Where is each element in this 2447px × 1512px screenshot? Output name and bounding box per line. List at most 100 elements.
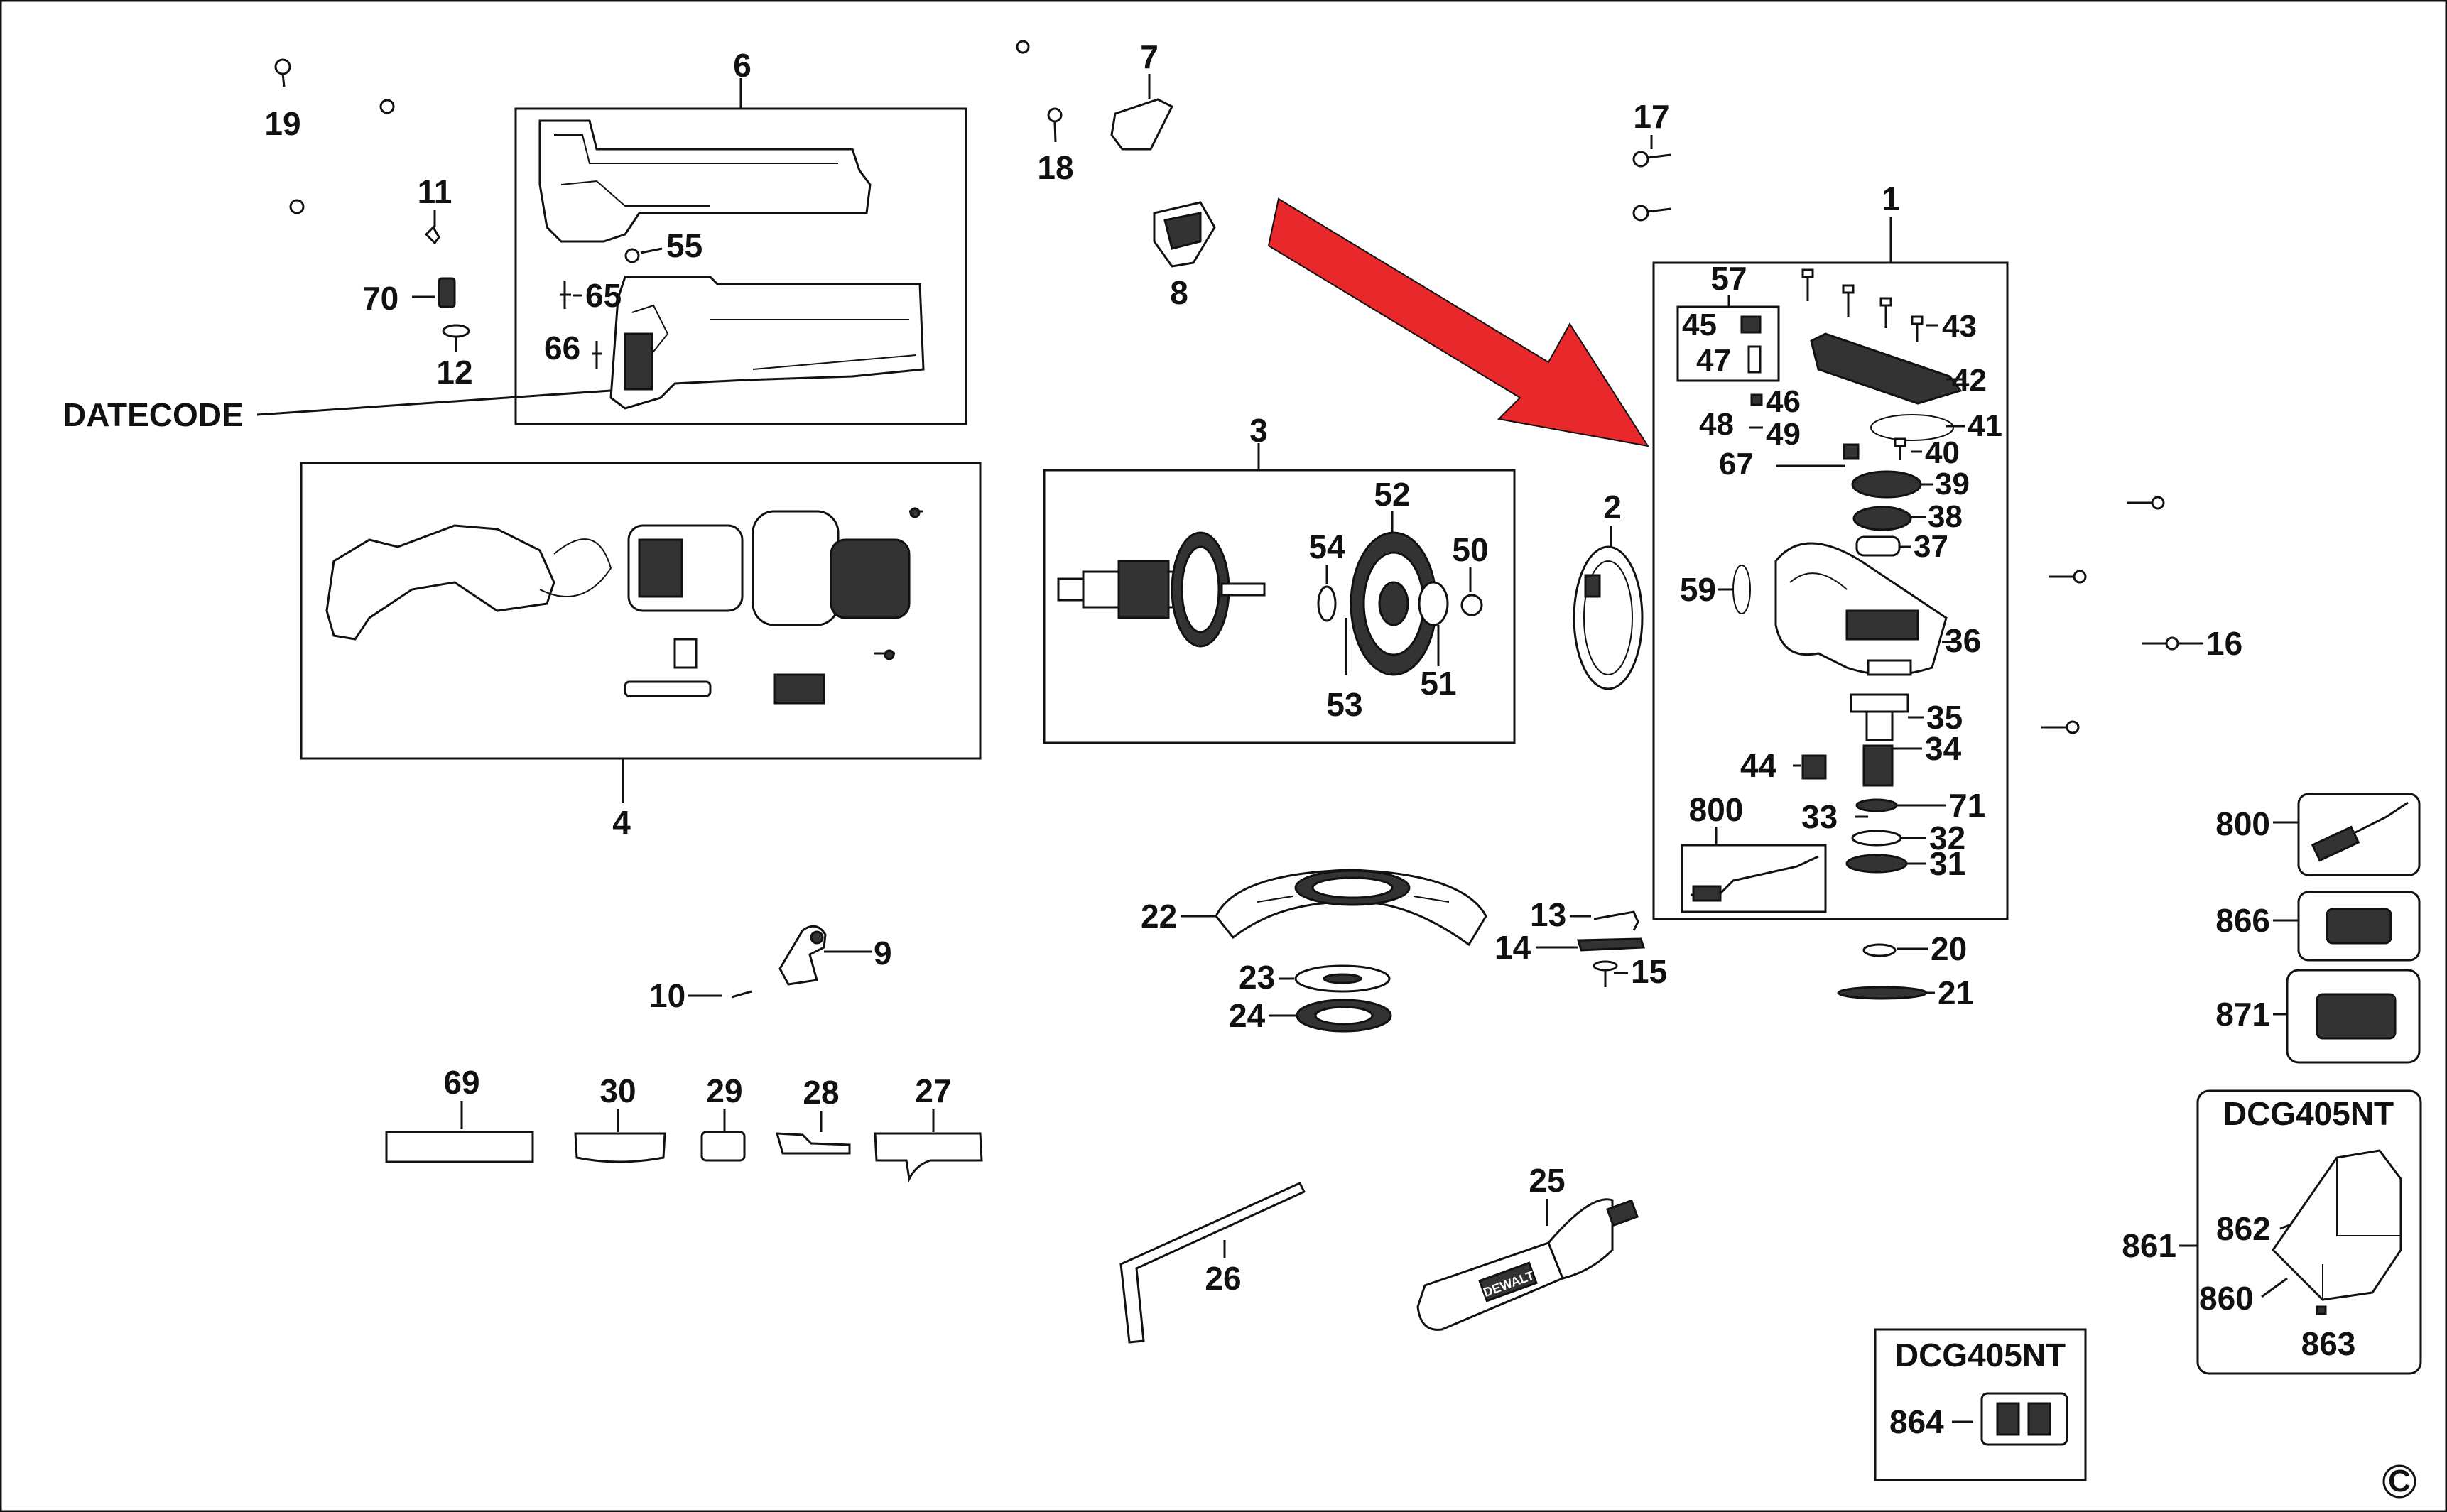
part-46 <box>1750 393 1763 406</box>
part-44-spring <box>1801 754 1827 780</box>
part-39-bearing <box>1851 470 1922 499</box>
label-37: 37 <box>1914 529 1948 564</box>
part-21-flange-nut <box>1837 986 1928 1000</box>
label-800-accessory: 800 <box>2215 805 2270 842</box>
label-42: 42 <box>1952 363 1987 398</box>
label-45: 45 <box>1682 308 1717 342</box>
part-36-gear-case <box>1774 542 1948 676</box>
copyright-mark <box>2382 1464 2416 1499</box>
label-29: 29 <box>706 1072 742 1109</box>
label-7: 7 <box>1140 38 1159 75</box>
label-50: 50 <box>1452 531 1488 568</box>
label-51: 51 <box>1420 665 1456 702</box>
label-15: 15 <box>1631 953 1667 990</box>
label-861: 861 <box>2122 1227 2176 1264</box>
box-3-armature <box>1043 469 1516 744</box>
label-863: 863 <box>2301 1325 2356 1362</box>
label-1: 1 <box>1882 180 1900 217</box>
label-871: 871 <box>2215 996 2270 1033</box>
part-55-screw <box>624 248 640 263</box>
label-21: 21 <box>1938 974 1974 1011</box>
label-8: 8 <box>1170 274 1188 311</box>
part-47-holder <box>1747 345 1762 374</box>
screw-19-group <box>274 58 395 214</box>
label-71: 71 <box>1949 787 1985 824</box>
part-34-bearing <box>1862 744 1894 787</box>
part-14-lever <box>1577 937 1646 952</box>
label-25: 25 <box>1529 1162 1565 1199</box>
part-4-switch-assembly <box>325 507 923 705</box>
part-25-side-handle: DEWALT <box>1416 1198 1639 1331</box>
part-70-spring <box>438 277 456 308</box>
label-70: 70 <box>362 280 398 317</box>
copyright-letter: C <box>2388 1464 2411 1499</box>
part-7-bracket <box>1110 98 1174 151</box>
part-40-screw <box>1894 437 1906 447</box>
label-12: 12 <box>436 354 472 391</box>
model-label-a: DCG405NT <box>2223 1095 2394 1132</box>
part-50-nut <box>1460 594 1483 616</box>
label-41: 41 <box>1968 408 2002 443</box>
box-1-gearhead <box>1652 261 2009 920</box>
label-22: 22 <box>1141 898 1177 935</box>
part-71 <box>1855 798 1898 812</box>
part-15-screw <box>1593 960 1618 987</box>
box-866-battery <box>2297 891 2421 962</box>
part-18-screw <box>1047 107 1063 123</box>
part-10-pin <box>731 990 752 999</box>
label-6: 6 <box>733 47 752 84</box>
part-54-washer <box>1317 585 1337 622</box>
box-861-kit <box>2196 1089 2422 1375</box>
label-866: 866 <box>2215 902 2270 939</box>
part-22-wheel-guard <box>1215 869 1487 947</box>
label-31: 31 <box>1929 845 1965 882</box>
part-866-battery <box>2326 908 2392 945</box>
part-35-spindle <box>1850 693 1909 741</box>
part-9-lever <box>778 925 827 986</box>
label-69: 69 <box>443 1064 479 1101</box>
part-28-label <box>775 1132 851 1155</box>
part-69-label <box>385 1131 534 1163</box>
label-18: 18 <box>1037 149 1073 186</box>
label-46: 46 <box>1766 384 1801 419</box>
label-55: 55 <box>666 227 702 264</box>
part-30-label <box>574 1132 666 1163</box>
part-67 <box>1843 443 1860 460</box>
box-4-electronics <box>300 462 982 760</box>
label-65: 65 <box>585 277 622 314</box>
box-800-accessory <box>2297 793 2421 876</box>
part-37-bearing <box>1855 535 1901 557</box>
part-863 <box>2316 1305 2327 1315</box>
label-23: 23 <box>1239 959 1275 996</box>
label-11: 11 <box>418 173 452 210</box>
red-arrow <box>1267 197 1650 447</box>
label-59: 59 <box>1680 571 1716 608</box>
box-864 <box>1874 1328 2087 1481</box>
label-47: 47 <box>1696 343 1731 378</box>
part-38-gear <box>1852 506 1912 531</box>
datecode-label: DATECODE <box>63 396 244 433</box>
label-3: 3 <box>1249 412 1268 449</box>
part-871-charger <box>2316 993 2397 1040</box>
part-16-screws <box>2041 496 2179 734</box>
part-6-housing-halves <box>538 119 925 410</box>
label-39: 39 <box>1935 467 1970 501</box>
label-13: 13 <box>1530 896 1566 933</box>
label-14: 14 <box>1494 929 1531 966</box>
part-17-screws <box>1632 151 1671 222</box>
part-31-flange <box>1845 854 1908 874</box>
label-67: 67 <box>1719 447 1754 482</box>
label-34: 34 <box>1925 730 1962 767</box>
part-51-pinion <box>1418 581 1449 626</box>
part-2-baffle <box>1573 545 1644 690</box>
label-44: 44 <box>1740 747 1777 784</box>
label-20: 20 <box>1931 930 1967 967</box>
label-54: 54 <box>1308 528 1345 565</box>
label-43: 43 <box>1942 309 1977 344</box>
part-gearhead-screws <box>1801 268 1924 342</box>
part-29-label <box>700 1131 746 1162</box>
part-3-armature <box>1057 531 1266 648</box>
part-12-pin <box>442 324 470 352</box>
part-small-screw <box>1016 40 1030 54</box>
